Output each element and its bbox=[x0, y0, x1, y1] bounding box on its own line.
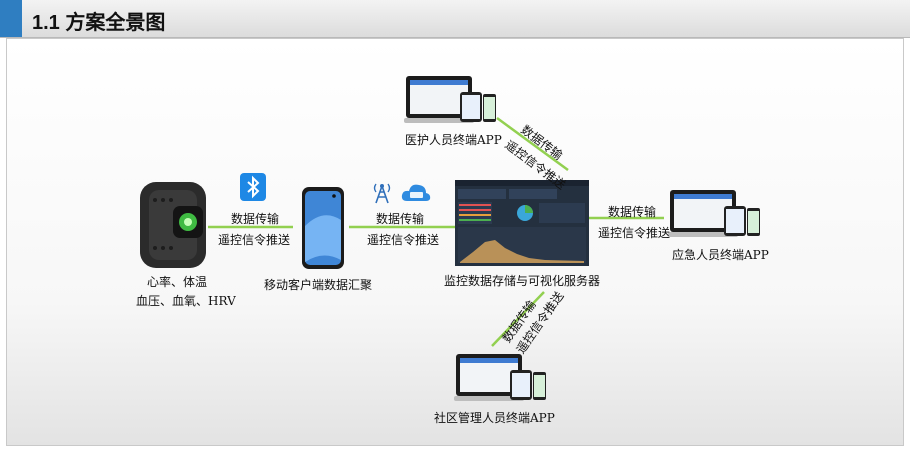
emergency-label: 应急人员终端APP bbox=[672, 248, 769, 262]
device-label-line2: 血压、血氧、HRV bbox=[136, 294, 236, 308]
signal-tower-icon bbox=[373, 183, 391, 204]
smartphone-image bbox=[302, 187, 344, 269]
device-label-line1: 心率、体温 bbox=[147, 275, 208, 289]
cloud-icon bbox=[401, 184, 431, 201]
link-phone-server-bottom: 遥控信令推送 bbox=[367, 233, 440, 247]
bluetooth-icon bbox=[240, 173, 266, 201]
emergency-devices-image bbox=[668, 190, 760, 237]
link-line-server-medical bbox=[496, 116, 569, 172]
medical-devices-image bbox=[404, 76, 496, 123]
link-server-emergency-bottom: 遥控信令推送 bbox=[598, 226, 671, 240]
server-label: 监控数据存储与可视化服务器 bbox=[444, 274, 601, 288]
phone-label: 移动客户端数据汇聚 bbox=[264, 278, 373, 292]
link-line-server-community bbox=[491, 291, 545, 347]
link-phone-server-top: 数据传输 bbox=[376, 212, 425, 226]
header-accent-bar bbox=[0, 0, 22, 37]
link-server-emergency-top: 数据传输 bbox=[608, 205, 657, 219]
wearable-band-image bbox=[140, 182, 206, 268]
medical-label: 医护人员终端APP bbox=[405, 133, 502, 147]
link-device-phone-top: 数据传输 bbox=[231, 212, 280, 226]
link-device-phone-bottom: 遥控信令推送 bbox=[218, 233, 291, 247]
page-header: 1.1 方案全景图 bbox=[0, 0, 910, 38]
server-dashboard-image bbox=[455, 180, 589, 266]
community-devices-image bbox=[454, 354, 546, 401]
community-label: 社区管理人员终端APP bbox=[434, 411, 555, 425]
page-title: 1.1 方案全景图 bbox=[32, 12, 166, 34]
